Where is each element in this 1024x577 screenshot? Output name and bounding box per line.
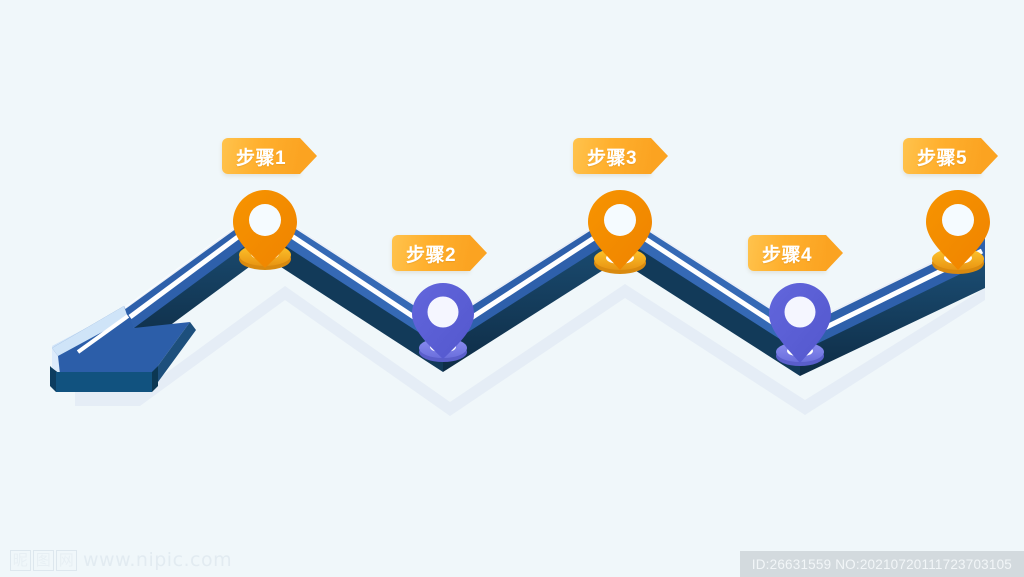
step-badge-2[interactable]: 步骤2 [392, 235, 488, 271]
step-badge-label-4: 步骤4 [762, 244, 813, 266]
image-id-bar: ID:26631559 NO:20210720111723703105 [739, 551, 1024, 577]
watermark-logo-char-3 [56, 549, 77, 571]
watermark-url: www.nipic.com [83, 549, 233, 571]
watermark: www.nipic.com [10, 549, 232, 571]
step-badge-3[interactable]: 步骤3 [573, 138, 669, 174]
map-pin-step-1[interactable] [233, 190, 297, 270]
step-badge-label-5: 步骤5 [917, 147, 968, 169]
step-badge-4[interactable]: 步骤4 [748, 235, 844, 271]
step-badge-label-1: 步骤1 [236, 147, 287, 169]
step-badge-5[interactable]: 步骤5 [903, 138, 999, 174]
map-pin-step-2[interactable] [412, 283, 474, 362]
image-id-text: ID:26631559 NO:20210720111723703105 [751, 556, 1012, 572]
step-badge-1[interactable]: 步骤1 [222, 138, 318, 174]
map-pin-step-3[interactable] [588, 190, 652, 274]
watermark-logo-char-1 [10, 549, 31, 571]
watermark-logo-char-2 [33, 549, 54, 571]
step-badge-label-2: 步骤2 [406, 244, 457, 266]
watermark-logo-icon [10, 549, 77, 571]
arrow-head [50, 306, 196, 392]
map-pin-step-5[interactable] [926, 190, 990, 274]
step-badge-label-3: 步骤3 [587, 147, 638, 169]
map-pin-step-4[interactable] [769, 283, 831, 366]
